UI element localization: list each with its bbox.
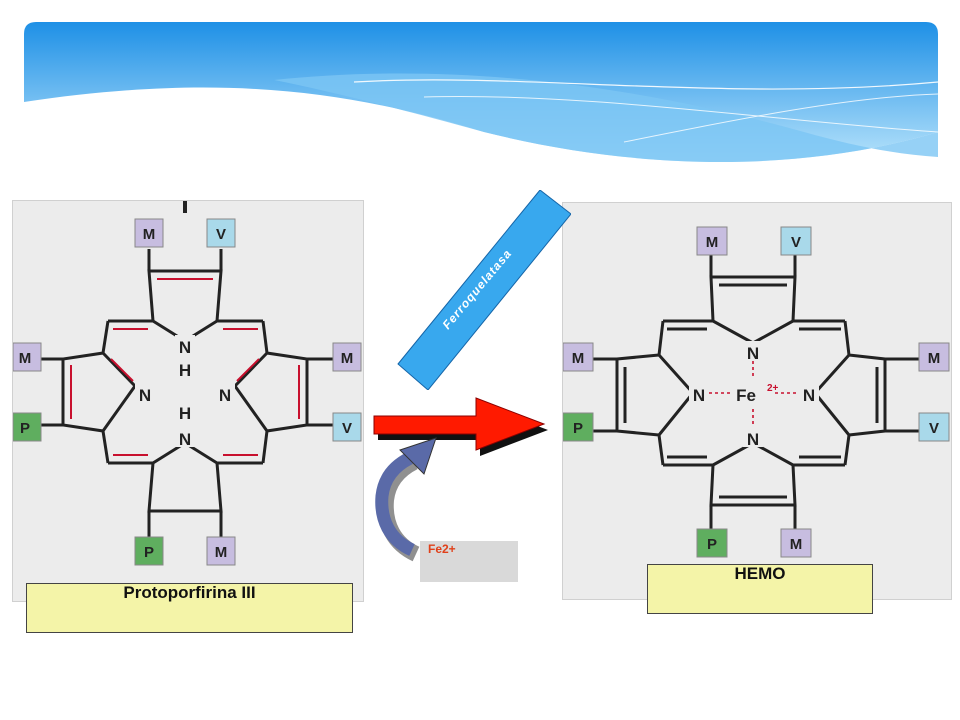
nitrogen-atom: N bbox=[747, 430, 759, 449]
iron-atom: Fe bbox=[736, 386, 756, 405]
substituent-label: M bbox=[706, 234, 719, 251]
nitrogen-atom: N bbox=[803, 386, 815, 405]
substituent-label: V bbox=[216, 226, 226, 243]
substituent-label: P bbox=[573, 420, 583, 437]
cofactor-box: Fe2+ bbox=[420, 541, 518, 582]
nitrogen-atom: N bbox=[747, 344, 759, 363]
iron-entry-arrow bbox=[375, 437, 437, 562]
enzyme-label-box: Ferroquelatasa bbox=[397, 190, 571, 390]
substituent-label: M bbox=[19, 350, 32, 367]
hydrogen-atom: H bbox=[179, 361, 191, 380]
substituent-label: M bbox=[928, 350, 941, 367]
header-banner bbox=[24, 22, 938, 162]
substituent-label: M bbox=[143, 226, 156, 243]
nitrogen-atom: N bbox=[179, 430, 191, 449]
nitrogen-atom: N bbox=[693, 386, 705, 405]
iron-charge: 2+ bbox=[767, 383, 779, 394]
substituent-label: P bbox=[144, 544, 154, 561]
substituent-label: V bbox=[791, 234, 801, 251]
substituent-label: V bbox=[342, 420, 352, 437]
protoporphyrin-panel: M V M M P V P M N H N N H N bbox=[12, 200, 364, 602]
reactant-label: Protoporfirina III bbox=[26, 583, 353, 633]
reaction-arrow bbox=[373, 397, 548, 456]
substituent-label: P bbox=[707, 536, 717, 553]
nitrogen-atom: N bbox=[179, 338, 191, 357]
protoporphyrin-structure: M V M M P V P M N H N N H N bbox=[13, 201, 362, 566]
heme-panel: M V M M P V P M N N N N Fe 2+ bbox=[562, 202, 952, 600]
cofactor-label: Fe2+ bbox=[428, 542, 456, 556]
substituent-label: M bbox=[790, 536, 803, 553]
substituent-label: V bbox=[929, 420, 939, 437]
heme-structure: M V M M P V P M N N N N Fe 2+ bbox=[563, 226, 950, 558]
nitrogen-atom: N bbox=[219, 386, 231, 405]
substituent-label: M bbox=[341, 350, 354, 367]
substituent-label: P bbox=[20, 420, 30, 437]
hydrogen-atom: H bbox=[179, 404, 191, 423]
substituent-label: M bbox=[215, 544, 228, 561]
substituent-label: M bbox=[572, 350, 585, 367]
product-label: HEMO bbox=[647, 564, 873, 614]
nitrogen-atom: N bbox=[139, 386, 151, 405]
